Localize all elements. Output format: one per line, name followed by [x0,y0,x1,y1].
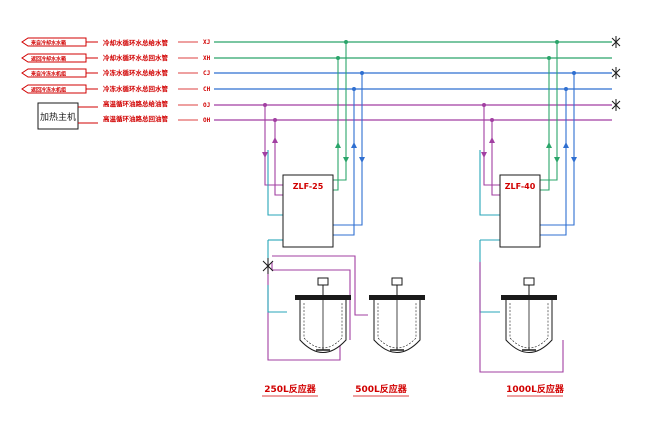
source-tag-label: 来自冷冻水机组 [30,71,66,78]
unit1-arrows [262,137,365,163]
source-tag: 返回冷冻水机组 [21,84,87,94]
source-tag: 返回冷却水水箱 [21,53,87,63]
pipe-code-oj: OJ [203,102,210,109]
source-tags: 来自冷却水水箱 返回冷却水水箱 来自冷冻水机组 返回冷冻水机组 [21,37,87,94]
label-arrows [178,41,198,121]
unit-zlf25: ZLF-25 [282,174,334,248]
heater-label: 加热主机 [40,111,76,123]
reactor-1000l [501,277,557,353]
source-tag: 来自冷却水水箱 [21,37,87,47]
unit-label: ZLF-25 [293,182,324,191]
source-tag: 来自冷冻水机组 [21,68,87,78]
unit2-junctions [482,40,576,122]
unit1-valve [262,258,274,274]
reactor-500l [369,277,425,353]
source-tag-label: 返回冷却水水箱 [31,56,66,63]
reactor-label-250l: 250L反应器 [264,383,317,395]
header-pipes [214,41,612,121]
source-tag-label: 来自冷却水水箱 [30,40,66,47]
reactor-labels: 250L反应器 500L反应器 1000L反应器 [262,383,565,397]
pipe-label-xj: 冷却水循环水总给水管 [103,38,169,47]
reactor-label-500l: 500L反应器 [355,383,408,395]
unit2-arrows [481,137,577,163]
reactor-label-1000l: 1000L反应器 [506,383,565,395]
unit-zlf40: ZLF-40 [499,174,541,248]
unit-label: ZLF-40 [505,182,536,191]
pipe-label-oh: 高温循环油路总回油管 [103,114,169,123]
pipe-label-xh: 冷却水循环水总回水管 [103,53,169,62]
unit2-reactor-lines [479,240,564,373]
pipe-label-oj: 高温循环油路总给油管 [103,99,169,108]
unit1-risers [264,42,363,241]
pipe-code-cj: CJ [203,70,210,77]
reactor-250l [295,277,351,353]
pipe-code-ch: CH [203,86,211,93]
pipe-label-cj: 冷冻水循环水总给水管 [103,68,169,77]
pipe-code-oh: OH [203,117,211,124]
pipe-codes: XJ XH CJ CH OJ OH [203,39,211,124]
heater-unit: 加热主机 [37,102,98,130]
unit1-junctions [263,40,364,122]
pipe-code-xj: XJ [203,39,210,46]
pipe-label-ch: 冷冻水循环水总回水管 [103,84,169,93]
source-connectors [86,41,98,90]
end-valves [611,36,621,111]
pipe-code-xh: XH [203,55,211,62]
unit1-reactor-lines [267,240,368,361]
source-tag-label: 返回冷冻水机组 [31,87,66,94]
unit2-risers [479,42,575,241]
pipe-labels: 冷却水循环水总给水管 冷却水循环水总回水管 冷冻水循环水总给水管 冷冻水循环水总… [103,38,169,123]
